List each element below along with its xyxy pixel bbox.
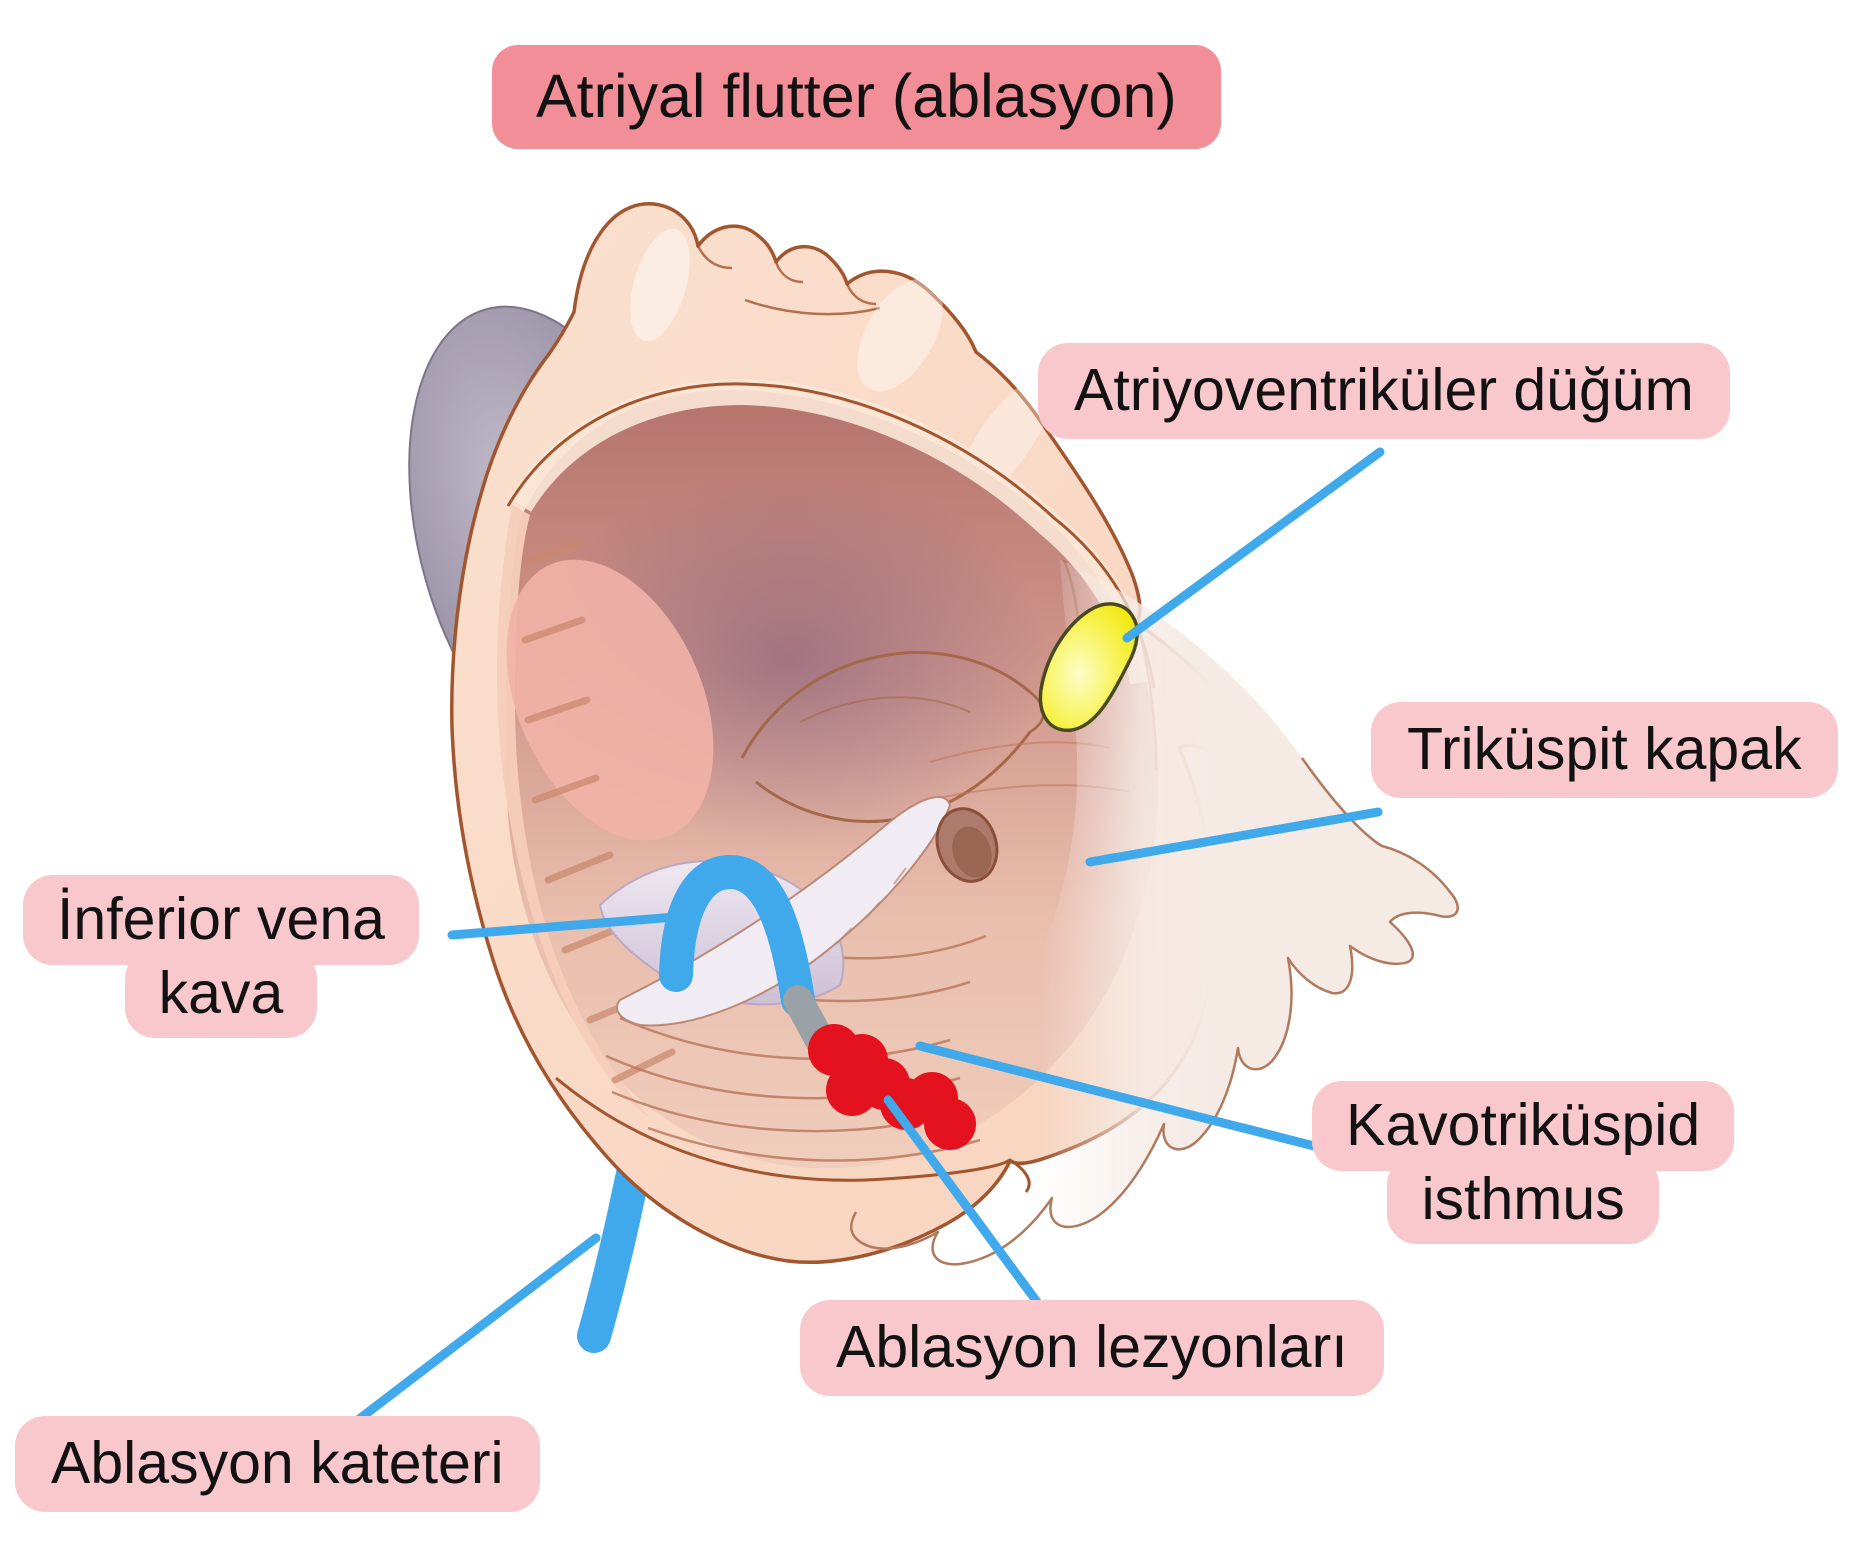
label-cti-line2: isthmus: [1387, 1154, 1659, 1245]
label-ablation-catheter: Ablasyon kateteri: [15, 1416, 540, 1512]
pectinate-muscles: [496, 505, 714, 1118]
leader-tricuspid: [1085, 807, 1383, 867]
label-ivc-line2: kava: [124, 948, 318, 1039]
bottom-wall-edge: [555, 1076, 1031, 1193]
leader-lesions: [883, 1095, 1045, 1311]
leader-cti: [915, 1041, 1327, 1153]
label-ivc-line1: İnferior vena: [23, 875, 419, 965]
coronary-sinus-ostium: [935, 807, 999, 883]
leader-catheter: [353, 1233, 601, 1425]
label-tricuspid-valve: Triküspit kapak: [1371, 702, 1838, 798]
label-av-node: Atriyoventriküler düğüm: [1038, 343, 1730, 439]
appendage-creases: [696, 245, 881, 316]
leader-ivc: [447, 911, 693, 940]
tricuspid-valve-membrane: [849, 560, 1459, 1266]
leader-lines: [353, 447, 1385, 1425]
label-inferior-vena-cava: İnferior vena kava: [23, 875, 419, 1039]
av-node: [1038, 602, 1139, 732]
label-cti-line1: Kavotriküspid: [1312, 1081, 1735, 1171]
leader-av-node: [1122, 447, 1385, 643]
label-ablation-lesions: Ablasyon lezyonları: [800, 1300, 1384, 1396]
ablation-lesions: [808, 1024, 976, 1150]
label-cavotricuspid-isthmus: Kavotriküspid isthmus: [1312, 1081, 1735, 1245]
diagram-title: Atriyal flutter (ablasyon): [492, 45, 1221, 149]
